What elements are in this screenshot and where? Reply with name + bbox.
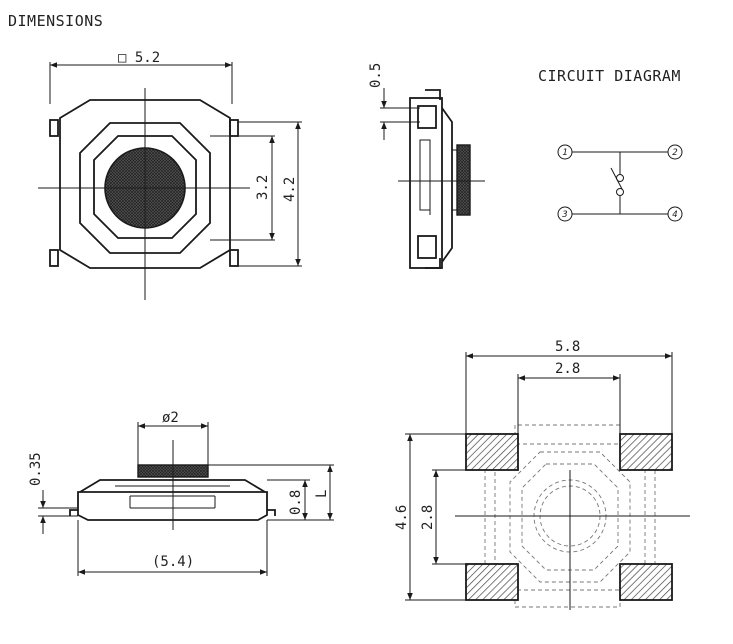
terminal-bottom-right bbox=[229, 249, 239, 267]
pin-3-circle bbox=[557, 206, 573, 222]
inner-octagon bbox=[93, 135, 197, 239]
thickness-label: 0.5 bbox=[368, 63, 384, 88]
outer-octagon bbox=[79, 122, 211, 254]
side-cover bbox=[441, 107, 453, 263]
pin-3-label: 3 bbox=[561, 210, 567, 220]
cap-label: 0.35 bbox=[28, 452, 44, 486]
top-view: □ 5.2 3.2 4.2 bbox=[38, 50, 302, 300]
side-terminal-bottom bbox=[417, 235, 437, 259]
front-base bbox=[77, 491, 268, 521]
pin-1-circle bbox=[557, 144, 573, 160]
side-inner-detail bbox=[419, 139, 431, 211]
terminal-bottom-left bbox=[49, 249, 59, 267]
footprint-inner-width-label: 2.8 bbox=[555, 361, 580, 377]
side-view: 0.5 bbox=[368, 63, 485, 269]
front-lead-left bbox=[69, 509, 78, 516]
pin-4-label: 4 bbox=[672, 210, 677, 220]
circuit-diagram: 1 2 3 4 bbox=[557, 144, 683, 222]
pin-1-label: 1 bbox=[562, 148, 567, 158]
terminal-top-left bbox=[49, 119, 59, 137]
footprint-height-label: 4.6 bbox=[394, 505, 410, 530]
side-terminal-top bbox=[417, 105, 437, 129]
lead-top bbox=[425, 89, 441, 100]
footprint-view: 5.8 2.8 4.6 2.8 bbox=[394, 339, 690, 610]
pin-4-circle bbox=[667, 206, 683, 222]
length-label: (5.4) bbox=[152, 554, 194, 570]
footprint-width-label: 5.8 bbox=[555, 339, 580, 355]
pad-bottom-right bbox=[619, 563, 673, 601]
total-height-label: L bbox=[314, 490, 330, 498]
side-body bbox=[409, 97, 443, 269]
front-view: ø2 0.35 0.8 L (5.4) bbox=[28, 410, 334, 576]
body-height-label: 0.8 bbox=[288, 490, 304, 515]
circuit-diagram-heading: CIRCUIT DIAGRAM bbox=[538, 67, 681, 85]
outer-height-label: 4.2 bbox=[282, 177, 298, 202]
diameter-label: ø2 bbox=[162, 410, 179, 426]
pad-top-right bbox=[619, 433, 673, 471]
front-lead-right bbox=[267, 509, 276, 516]
pin-2-label: 2 bbox=[672, 148, 677, 158]
terminal-top-right bbox=[229, 119, 239, 137]
pin-2-circle bbox=[667, 144, 683, 160]
width-dimension-label: □ 5.2 bbox=[118, 50, 160, 66]
inner-height-label: 3.2 bbox=[255, 175, 271, 200]
footprint-octagon-inner bbox=[521, 463, 619, 571]
switch-lever bbox=[610, 167, 623, 190]
pad-top-left bbox=[465, 433, 519, 471]
footprint-inner-height-label: 2.8 bbox=[420, 505, 436, 530]
switch-contact bbox=[616, 188, 624, 196]
lead-bottom bbox=[425, 258, 441, 269]
side-plunger bbox=[456, 144, 471, 216]
dimensions-heading: DIMENSIONS bbox=[8, 12, 103, 30]
pad-bottom-left bbox=[465, 563, 519, 601]
